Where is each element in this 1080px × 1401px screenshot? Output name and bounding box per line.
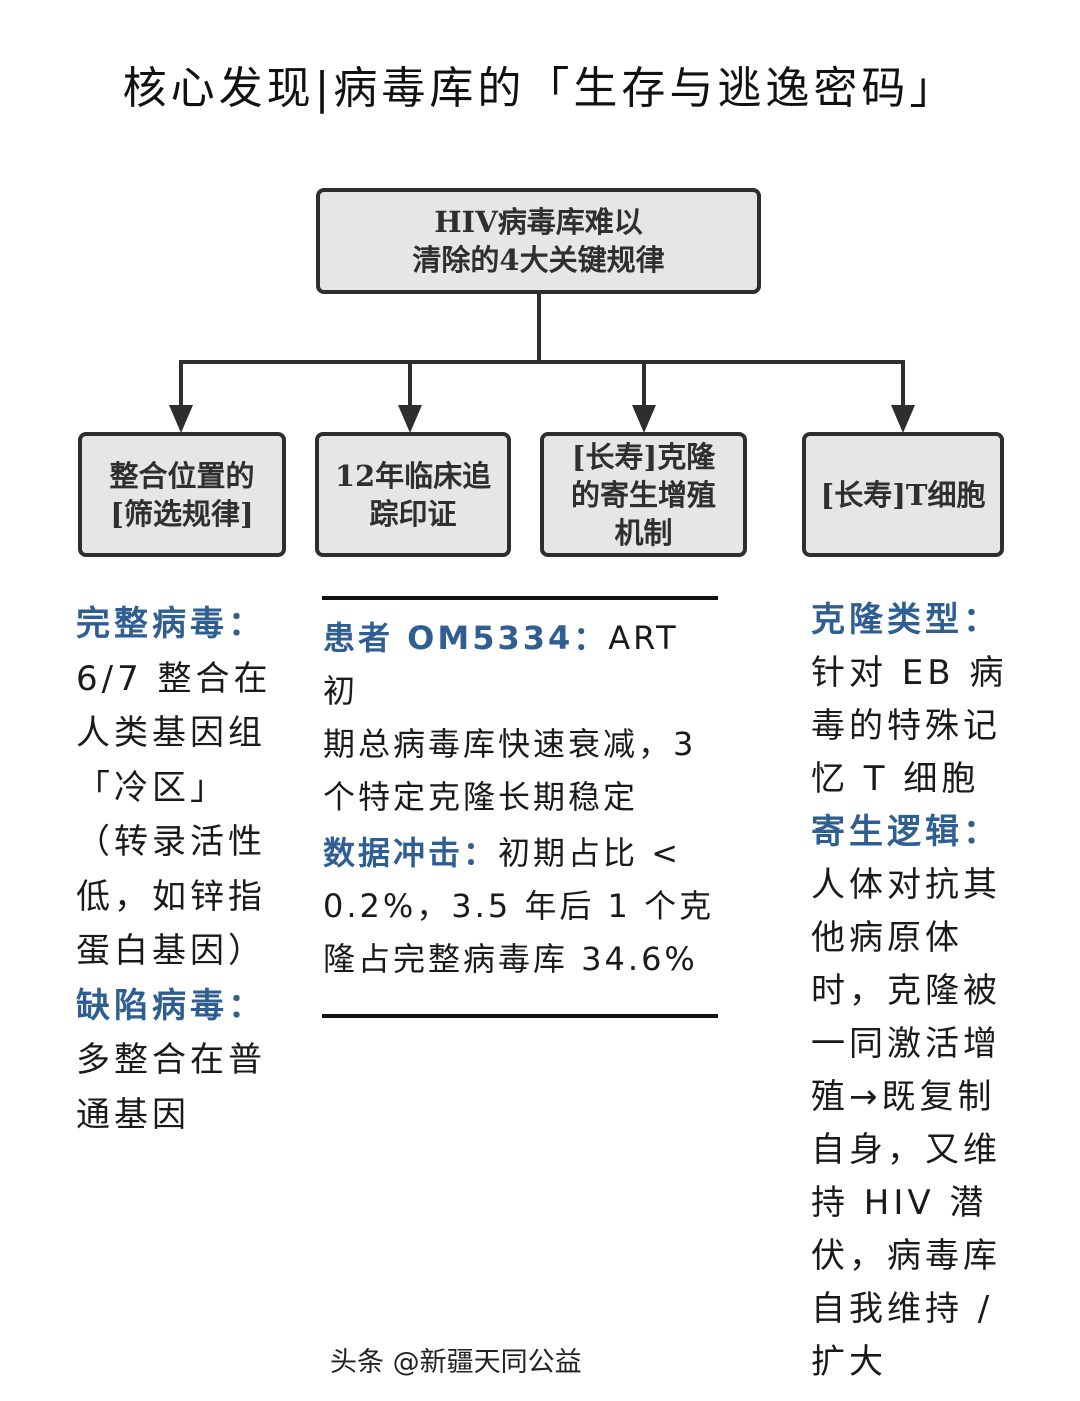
arrow-to-box-3	[632, 360, 656, 433]
text-defective-virus: 多整合在普 通基因	[76, 1040, 266, 1135]
heading-clone-type: 克隆类型：	[811, 600, 1001, 640]
child-box-integration: 整合位置的 [筛选规律]	[78, 432, 286, 557]
text-intact-virus: 6/7 整合在 人类基因组 「冷区」 （转录活性 低，如锌指 蛋白基因）	[76, 658, 272, 972]
arrow-to-box-2	[398, 360, 422, 433]
text-patient: 期总病毒库快速衰减，3 个特定克隆长期稳定	[323, 725, 697, 816]
root-box-label: HIV病毒库难以 清除的4大关键规律	[412, 205, 665, 277]
text-patient-inline: ART 初	[323, 619, 679, 710]
arrow-to-box-4	[891, 360, 915, 433]
middle-column-block-1: 患者 OM5334：ART 初 期总病毒库快速衰减，3 个特定克隆长期稳定	[323, 612, 718, 824]
heading-patient: 患者 OM5334：	[323, 619, 609, 657]
heading-intact-virus: 完整病毒：	[76, 604, 266, 644]
arrow-to-box-1	[169, 360, 193, 433]
bottom-divider	[322, 1014, 718, 1018]
right-column: 克隆类型： 针对 EB 病 毒的特殊记 忆 T 细胞 寄生逻辑： 人体对抗其 他…	[811, 594, 1011, 1389]
left-column: 完整病毒： 6/7 整合在 人类基因组 「冷区」 （转录活性 低，如锌指 蛋白基…	[76, 597, 276, 1142]
text-parasitic-logic: 人体对抗其 他病原体 时，克隆被 一同激活增 殖→既复制 自身，又维 持 HIV…	[811, 865, 1001, 1382]
top-divider	[322, 596, 718, 600]
child-box-clone: [长寿]克隆 的寄生增殖 机制	[540, 432, 747, 557]
child-box-label: [长寿]T细胞	[820, 477, 986, 512]
heading-parasitic-logic: 寄生逻辑：	[811, 812, 1001, 852]
child-box-tcell: [长寿]T细胞	[802, 432, 1004, 557]
child-box-clinical: 12年临床追 踪印证	[315, 432, 511, 557]
watermark: 头条 @新疆天同公益	[330, 1347, 582, 1378]
child-box-label: [长寿]克隆 的寄生增殖 机制	[570, 439, 716, 550]
heading-data-impact: 数据冲击：	[323, 834, 499, 872]
root-box: HIV病毒库难以 清除的4大关键规律	[316, 188, 761, 294]
heading-defective-virus: 缺陷病毒：	[76, 985, 266, 1026]
page-title: 核心发现|病毒库的「生存与逃逸密码」	[122, 63, 958, 114]
child-box-label: 整合位置的 [筛选规律]	[109, 458, 255, 531]
child-box-label: 12年临床追 踪印证	[334, 458, 492, 531]
middle-column-block-2: 数据冲击：初期占比 < 0.2%，3.5 年后 1 个克 隆占完整病毒库 34.…	[323, 827, 718, 986]
text-clone-type: 针对 EB 病 毒的特殊记 忆 T 细胞	[811, 653, 1008, 799]
text-data-impact-inline: 初期占比 <	[498, 834, 682, 872]
text-data-impact: 0.2%，3.5 年后 1 个克 隆占完整病毒库 34.6%	[323, 887, 715, 978]
